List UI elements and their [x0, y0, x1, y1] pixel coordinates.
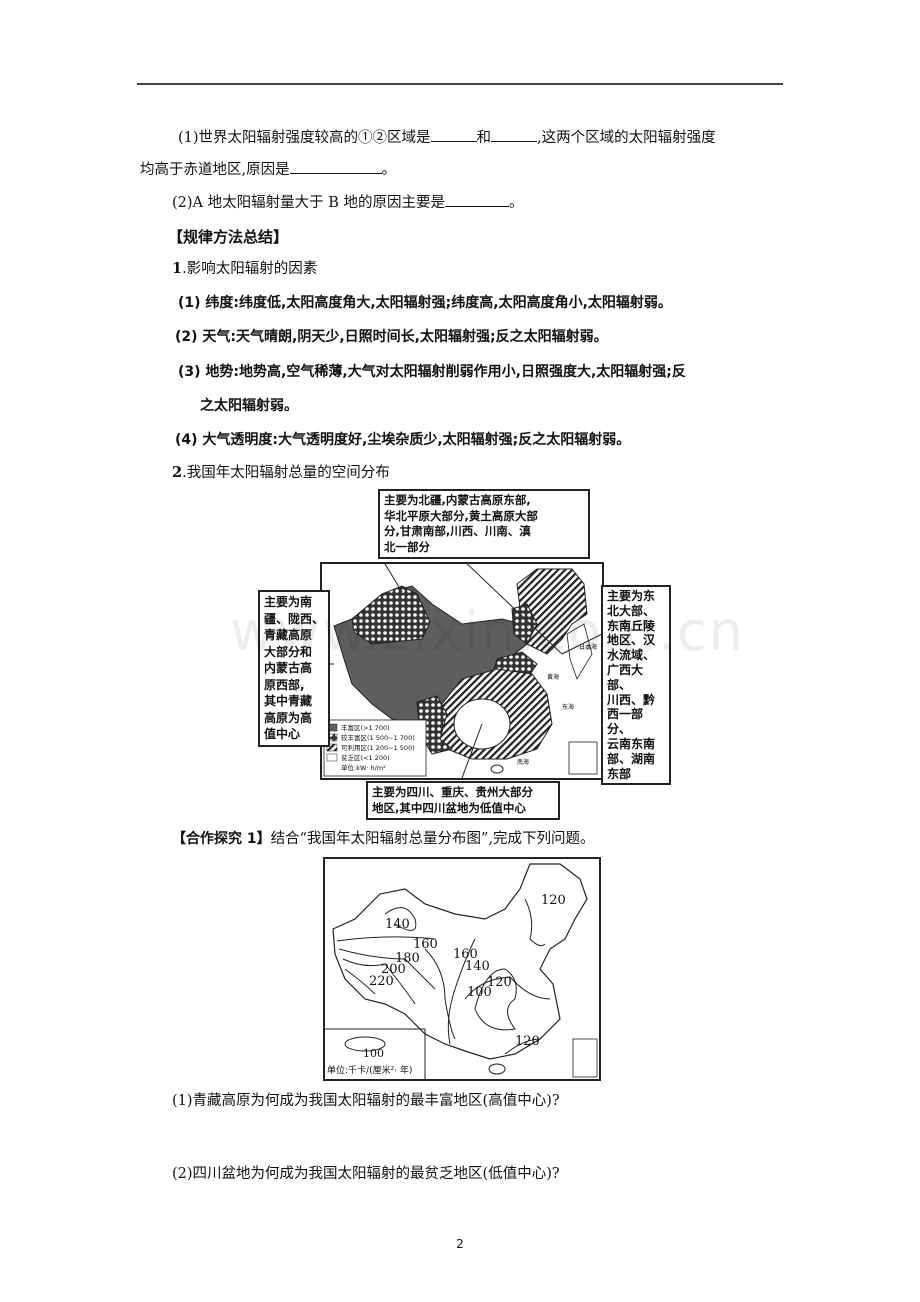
- isoline-label: 140: [385, 917, 410, 932]
- isoline-label: 100: [467, 985, 492, 1000]
- callout-usable-region: 主要为东 北大部、 东南丘陵 地区、汉 水流域、 广西大部、 川西、黔 西一部分…: [601, 585, 671, 786]
- cooperative-heading: 【合作探究 1】: [172, 831, 271, 847]
- legend-unit: 单位:千卡/(厘米²· 年): [327, 1066, 413, 1076]
- sea-label: 南海: [517, 758, 529, 766]
- cooperative-prompt: 【合作探究 1】结合“我国年太阳辐射总量分布图”,完成下列问题。: [172, 829, 595, 849]
- answer-blank[interactable]: [289, 159, 382, 174]
- factor-transparency: (4) 大气透明度:大气透明度好,尘埃杂质少,太阳辐射强;反之太阳辐射弱。: [175, 432, 631, 448]
- callout-line: 值中心: [264, 727, 301, 741]
- callout-line: 川西、黔: [607, 692, 656, 707]
- answer-blank[interactable]: [445, 192, 509, 207]
- summary-heading: 【规律方法总结】: [168, 228, 289, 246]
- callout-line: 内蒙古高: [264, 661, 313, 675]
- callout-line: 广西大部、: [607, 662, 644, 692]
- header-rule: [137, 83, 783, 85]
- callout-line: 主要为南: [264, 595, 313, 609]
- callout-line: 主要为北疆,内蒙古高原东部,: [384, 493, 531, 507]
- isoline-label: 120: [487, 975, 512, 990]
- callout-line: 华北平原大部分,黄土高原大部: [384, 508, 538, 523]
- callout-line: 北一部分: [384, 539, 430, 554]
- isoline-label: 120: [541, 893, 566, 908]
- question-text: (2)A 地太阳辐射量大于 B 地的原因主要是: [172, 195, 445, 211]
- legend-label-fairly-rich: 较丰富区(1 500~1 700): [341, 734, 415, 742]
- item-title: .影响太阳辐射的因素: [182, 261, 318, 277]
- callout-line: 地区,其中四川盆地为低值中心: [372, 800, 526, 815]
- callout-line: 东部: [607, 766, 632, 781]
- question-1-line2: 均高于赤道地区,原因是 。: [140, 159, 396, 180]
- sea-label: 东海: [562, 703, 574, 711]
- isoline-label: 160: [453, 947, 478, 962]
- item-number: 2: [172, 464, 183, 481]
- callout-line: 原西部,: [264, 677, 305, 692]
- isoline-label: 220: [369, 974, 394, 989]
- factor-weather: (2) 天气:天气晴朗,阴天少,日照时间长,太阳辐射强;反之太阳辐射弱。: [175, 329, 608, 345]
- answer-blank[interactable]: [430, 127, 477, 142]
- callout-line: 东南丘陵: [607, 618, 656, 633]
- callout-line: 主要为东: [607, 589, 656, 603]
- item-title: .我国年太阳辐射总量的空间分布: [182, 465, 390, 481]
- callout-line: 高原为高: [264, 710, 313, 725]
- page-number: 2: [456, 1237, 464, 1251]
- callout-line: 西一部分、: [607, 707, 644, 737]
- callout-line: 部、湖南: [607, 751, 656, 766]
- question-text: 。: [381, 162, 397, 178]
- question-text: ,这两个区域的太阳辐射强度: [537, 130, 716, 146]
- legend-isoline-value: 100: [363, 1047, 384, 1060]
- legend-label-rich: 丰富区(>1 700): [341, 724, 390, 732]
- china-isoline-map: 140 160 180 200 220 160 140 120 100 120 …: [323, 857, 601, 1081]
- isoline-label: 140: [465, 959, 490, 974]
- sea-label: 日本海: [579, 643, 597, 651]
- callout-line: 大部分和: [264, 644, 313, 659]
- callout-poor-region: 主要为四川、重庆、贵州大部分 地区,其中四川盆地为低值中心: [366, 781, 560, 820]
- china-map-graphic: 日本海 黄海 东海 南海: [322, 558, 603, 779]
- callout-line: 北大部、: [607, 603, 656, 618]
- watermark: www.zixin.com.cn: [230, 600, 745, 663]
- callout-fairly-rich-region: 主要为北疆,内蒙古高原东部, 华北平原大部分,黄土高原大部 分,甘肃南部,川西、…: [378, 489, 590, 559]
- isoline-map-graphic: [325, 863, 598, 1079]
- legend-unit: 单位:kW· h/m²: [341, 764, 386, 772]
- question-text: 。: [509, 195, 524, 211]
- isoline-label: 120: [515, 1034, 540, 1049]
- explore-question-1: (1)青藏高原为何成为我国太阳辐射的最丰富地区(高值中心)?: [172, 1093, 560, 1109]
- callout-line: 水流域、: [607, 648, 656, 663]
- question-2: (2)A 地太阳辐射量大于 B 地的原因主要是 。: [172, 192, 524, 213]
- question-text: 均高于赤道地区,原因是: [140, 162, 290, 178]
- sea-label: 黄海: [547, 673, 559, 681]
- callout-line: 地区、汉: [607, 633, 656, 648]
- callout-rich-region: 主要为南 疆、陇西、 青藏高原 大部分和 内蒙古高 原西部, 其中青藏 高原为高…: [258, 590, 330, 747]
- cooperative-text: 结合“我国年太阳辐射总量分布图”,完成下列问题。: [270, 831, 595, 847]
- explore-question-2: (2)四川盆地为何成为我国太阳辐射的最贫乏地区(低值中心)?: [172, 1166, 560, 1182]
- isoline-label: 160: [413, 937, 438, 952]
- question-text: (1)世界太阳辐射强度较高的①②区域是: [178, 130, 431, 146]
- legend-label-poor: 贫乏区(<1 200): [341, 754, 390, 762]
- factor-terrain: (3) 地势:地势高,空气稀薄,大气对太阳辐射削弱作用小,日照强度大,太阳辐射强…: [178, 364, 686, 380]
- callout-line: 疆、陇西、: [264, 611, 325, 626]
- question-text: 和: [476, 130, 492, 146]
- summary-item-1-title: 1.影响太阳辐射的因素: [172, 259, 317, 279]
- factor-latitude: (1) 纬度:纬度低,太阳高度角大,太阳辐射强;纬度高,太阳高度角小,太阳辐射弱…: [178, 295, 672, 311]
- summary-item-2-title: 2.我国年太阳辐射总量的空间分布: [172, 463, 390, 483]
- question-1-line1: (1)世界太阳辐射强度较高的①②区域是 和 ,这两个区域的太阳辐射强度: [178, 127, 716, 148]
- legend-label-usable: 可利用区(1 200~1 500): [341, 744, 415, 752]
- callout-line: 其中青藏: [264, 694, 313, 708]
- map-legend: 丰富区(>1 700) 较丰富区(1 500~1 700) 可利用区(1 200…: [341, 723, 415, 773]
- factor-terrain-cont: 之太阳辐射弱。: [200, 398, 298, 414]
- callout-line: 云南东南: [607, 736, 656, 751]
- china-solar-radiation-map: 日本海 黄海 东海 南海 丰富区(>1 700) 较丰富区(1 500~1 70…: [320, 558, 604, 780]
- callout-line: 青藏高原: [264, 628, 313, 642]
- isoline-label: 180: [395, 951, 420, 966]
- answer-blank[interactable]: [491, 127, 538, 142]
- item-number: 1: [172, 260, 183, 277]
- callout-line: 主要为四川、重庆、贵州大部分: [372, 785, 533, 799]
- isoline-label: 200: [381, 962, 406, 977]
- callout-line: 分,甘肃南部,川西、川南、滇: [384, 524, 531, 538]
